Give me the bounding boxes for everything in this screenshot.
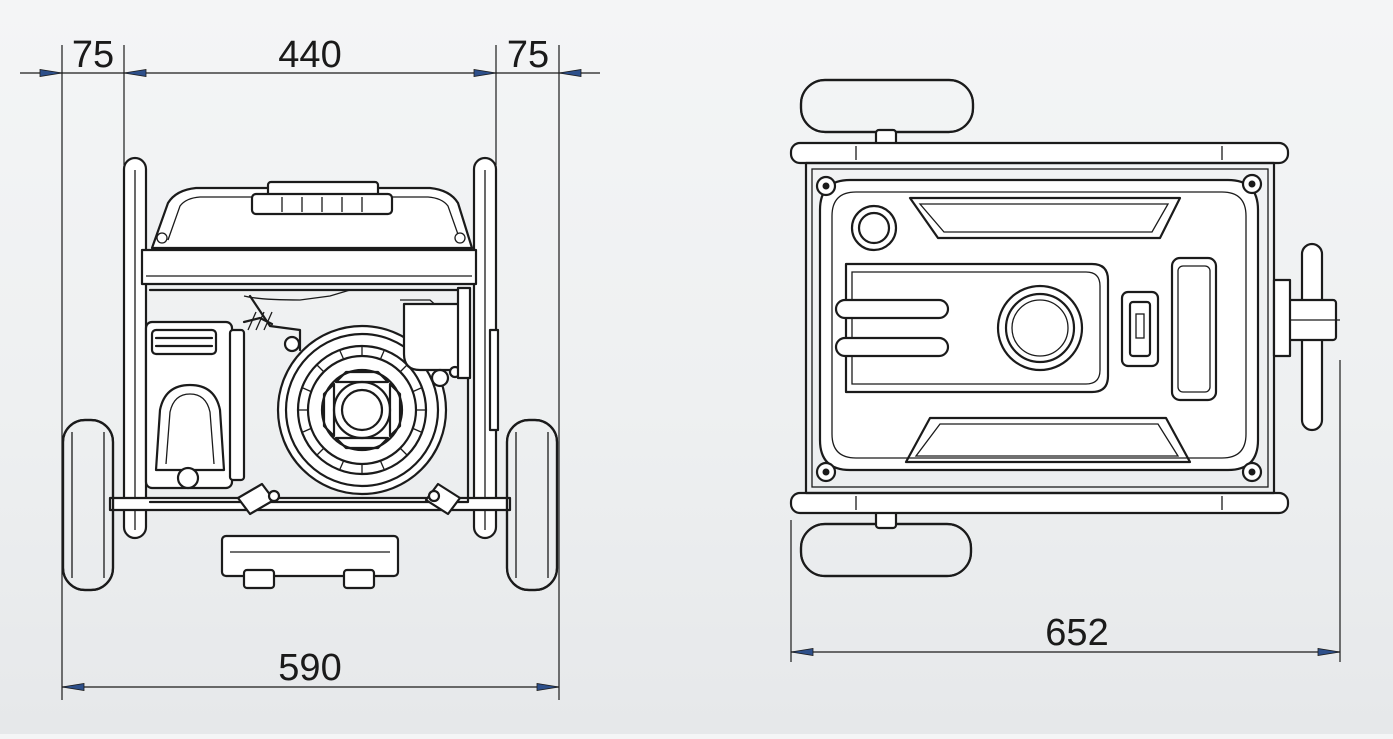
dim-top-total-length: 652 [1045, 612, 1108, 654]
front-wheel-left [61, 418, 115, 592]
dim-front-right-overhang: 75 [507, 34, 549, 76]
top-wheel-lower [799, 508, 973, 578]
frame-crossbar [140, 248, 478, 286]
top-dimension: 652 [790, 360, 1341, 662]
engine-body [148, 288, 470, 590]
front-top-dimension: 75 440 75 [20, 34, 600, 700]
top-wheel-upper [799, 78, 975, 150]
front-view: 75 440 75 590 [20, 34, 600, 700]
engine-details [236, 286, 500, 516]
dim-front-inner-width: 440 [278, 34, 341, 76]
front-bottom-dimension: 590 [61, 647, 560, 691]
fuel-tank [150, 180, 474, 250]
recoil-starter [276, 324, 448, 496]
top-tank [815, 173, 1263, 483]
top-handle [1272, 242, 1340, 432]
front-frame [108, 156, 512, 540]
dim-front-total-width: 590 [278, 647, 341, 689]
dim-front-left-overhang: 75 [72, 34, 114, 76]
top-view: 652 [789, 78, 1341, 662]
front-wheel-right [505, 418, 559, 592]
air-filter-box [144, 320, 246, 490]
